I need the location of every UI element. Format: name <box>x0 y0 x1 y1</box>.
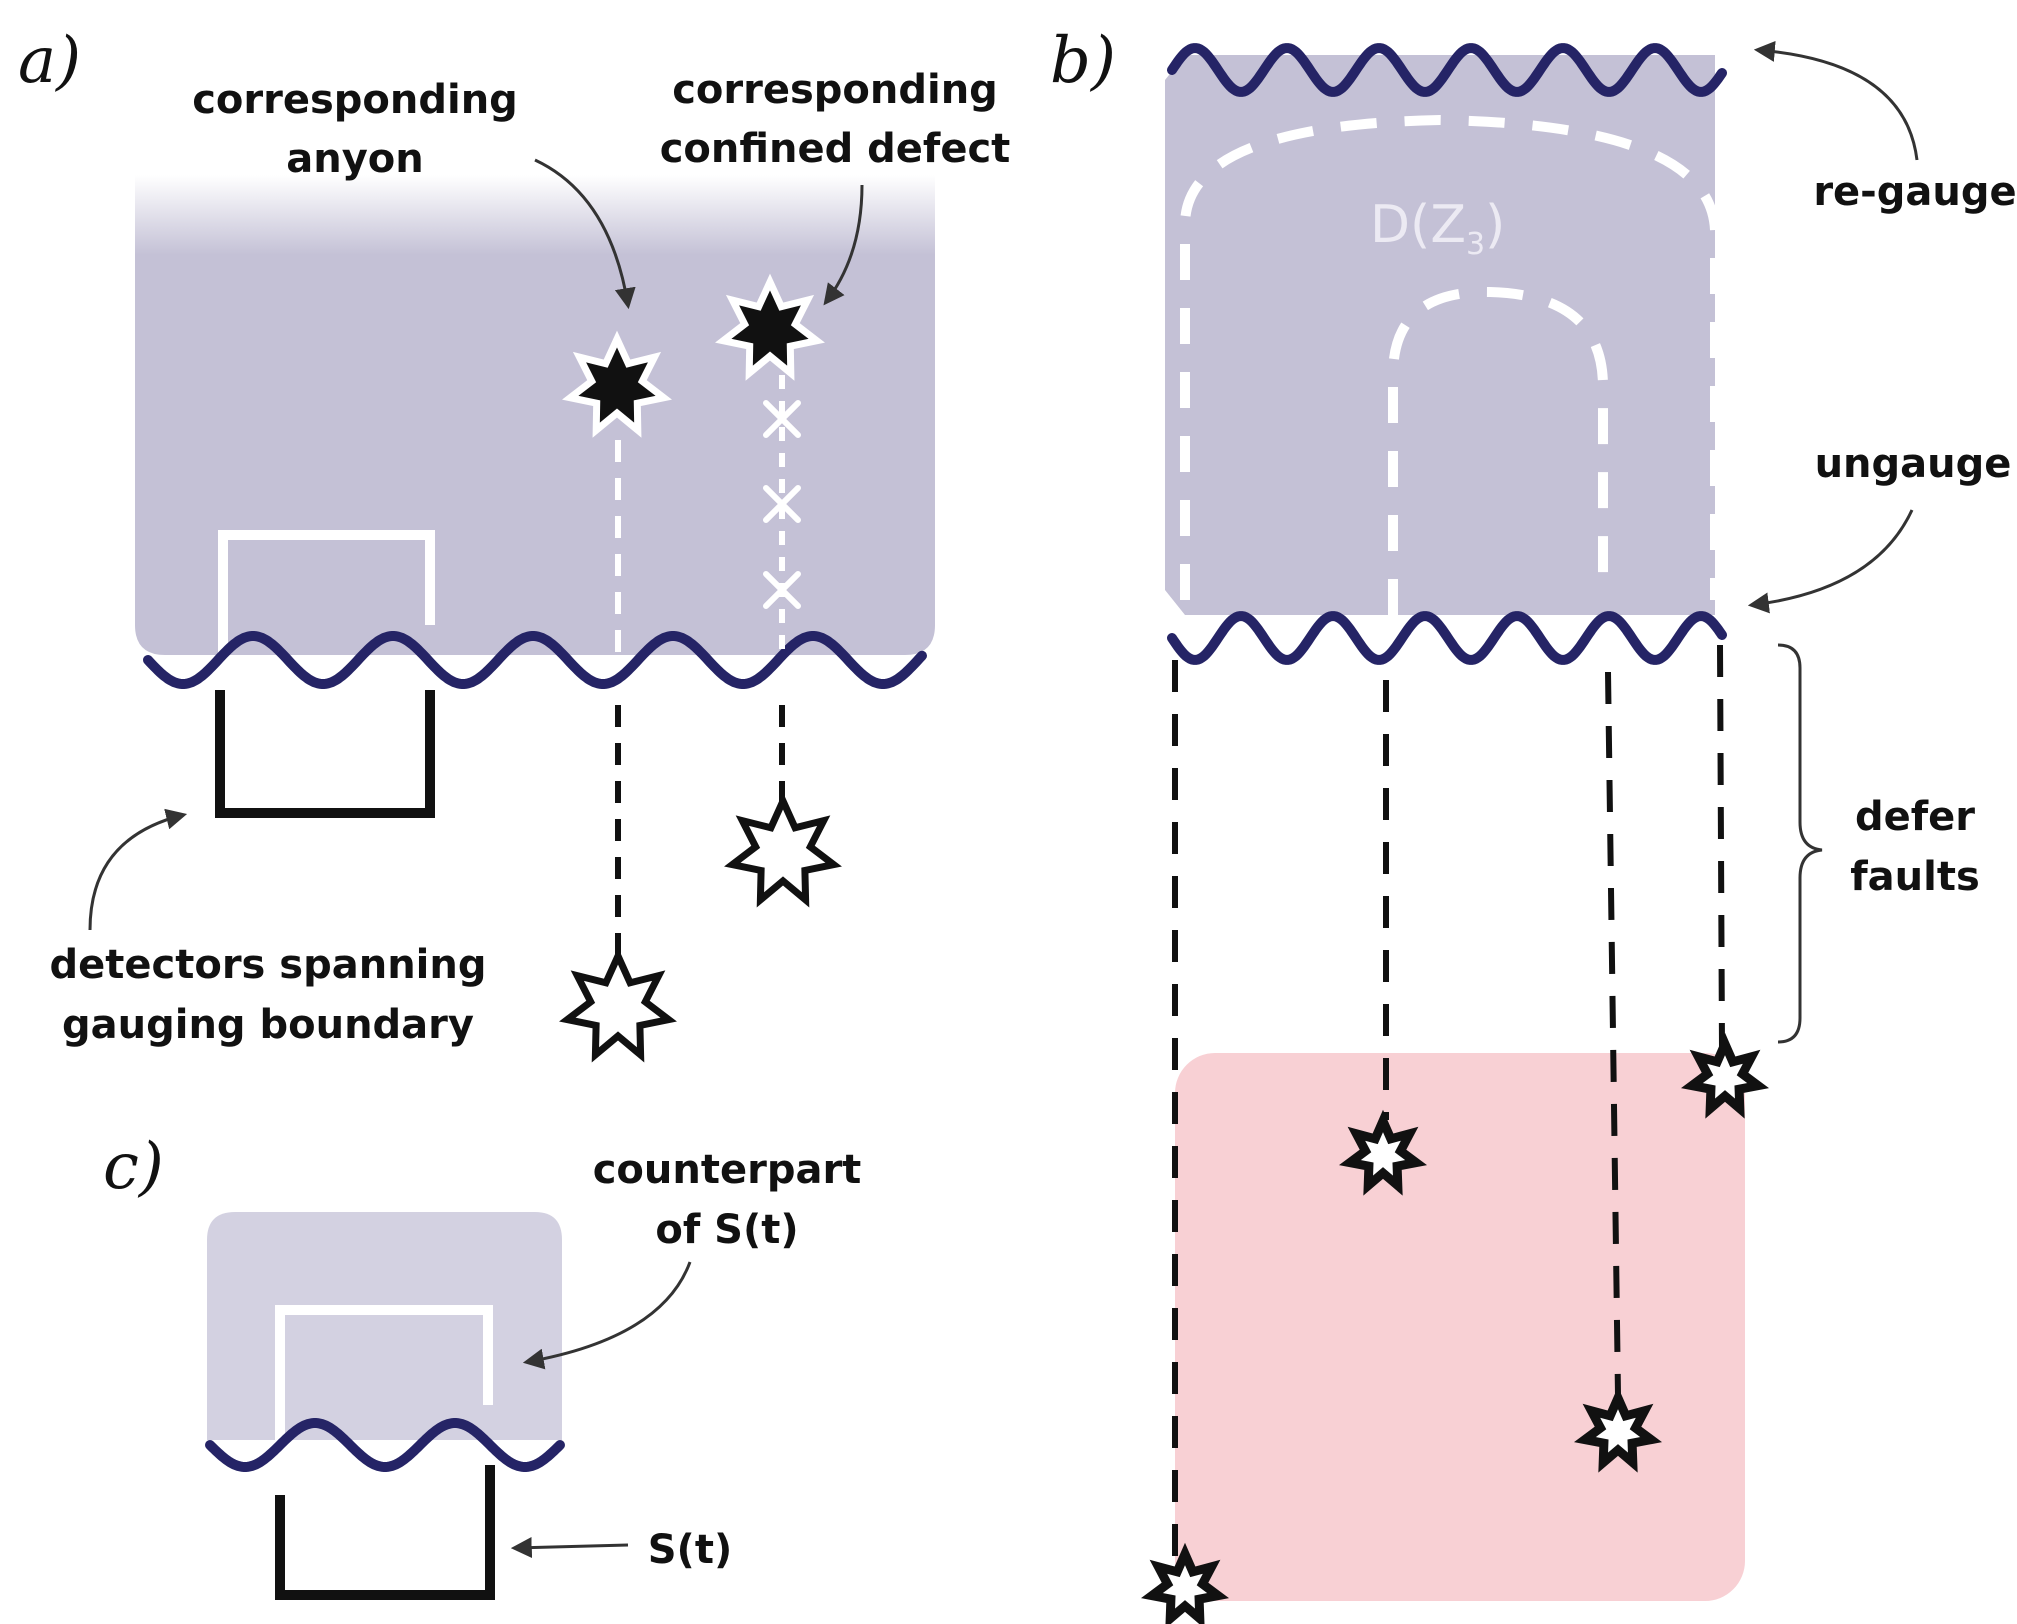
regauge-boundary-wave <box>1167 43 1727 97</box>
fault-string-3 <box>1605 671 1621 1396</box>
starburst-shape <box>562 330 672 438</box>
st-detector-black <box>275 1465 495 1600</box>
panel-a-label: a) <box>18 24 81 98</box>
filled-starburst-icon <box>715 273 825 381</box>
gauged-region <box>135 255 935 655</box>
ungauge-boundary-wave <box>1167 611 1727 665</box>
starburst-shape <box>1338 1109 1428 1196</box>
arrow-to-defect <box>823 184 864 306</box>
panel-a: a) corresponding anyon corresponding co <box>18 24 1011 1063</box>
label-ungauge: ungauge <box>1815 441 2012 487</box>
label-counterpart-2: of S(t) <box>655 1207 798 1253</box>
starburst-shape <box>715 273 825 381</box>
arrow-to-ungauge-boundary <box>1747 509 1914 614</box>
starburst-shape <box>1573 1386 1663 1473</box>
label-counterpart-1: counterpart <box>593 1147 862 1193</box>
hollow-starburst-icon <box>1140 1542 1230 1624</box>
label-st: S(t) <box>648 1527 733 1573</box>
fault-string-4 <box>1717 644 1725 1051</box>
detector-black <box>215 690 435 818</box>
hollow-starburst-icon <box>1680 1032 1770 1119</box>
gauged-region-small <box>207 1212 562 1440</box>
label-corresponding-anyon-2: anyon <box>286 136 424 182</box>
label-defer-1: defer <box>1855 794 1975 840</box>
starburst-shape <box>1140 1542 1230 1624</box>
hollow-starburst-icon <box>1573 1386 1663 1473</box>
gauged-region-fade <box>135 175 935 255</box>
label-corresponding-anyon-1: corresponding <box>192 77 518 123</box>
starburst-shape <box>724 792 842 908</box>
code-label-dz3: D(Z3) <box>1370 195 1505 262</box>
panel-b-label: b) <box>1050 24 1116 98</box>
label-detectors-2: gauging boundary <box>62 1002 474 1048</box>
x-mark-icon <box>763 571 801 609</box>
outer-dashed-loop <box>1180 114 1720 600</box>
hollow-starburst-icon <box>1338 1109 1428 1196</box>
gauging-boundary-wave-small <box>205 1418 565 1472</box>
x-mark-icon <box>763 400 801 438</box>
panel-c: c) counterpart of S(t) S(t) <box>103 1130 862 1600</box>
inner-dashed-loop <box>1388 286 1608 615</box>
label-detectors-1: detectors spanning <box>50 942 487 988</box>
starburst-shape <box>1680 1032 1770 1119</box>
panel-c-label: c) <box>103 1130 164 1204</box>
hollow-starburst-icon <box>559 947 677 1063</box>
arrow-to-regauge-boundary <box>1753 40 1919 161</box>
label-regauge: re-gauge <box>1813 169 2016 215</box>
filled-starburst-icon <box>562 330 672 438</box>
confined-defect-marks <box>763 400 801 609</box>
detector-white <box>218 530 435 655</box>
panel-b: b) D(Z3) re-gauge ungauge defer faults <box>1050 24 2017 1624</box>
arrow-to-st <box>510 1537 629 1559</box>
deferred-fault-region <box>1175 1053 1745 1601</box>
hollow-starburst-icon <box>724 792 842 908</box>
x-mark-icon <box>763 485 801 523</box>
counterpart-detector-white <box>275 1305 493 1440</box>
starburst-shape <box>559 947 677 1063</box>
arrow-to-detector <box>88 808 188 931</box>
label-confined-defect-2: confined defect <box>660 126 1011 172</box>
arrow-to-anyon <box>534 158 636 310</box>
arrow-to-counterpart <box>522 1261 692 1370</box>
gauging-boundary-wave <box>143 631 927 689</box>
gauged-region-dz3 <box>1165 55 1715 615</box>
label-defer-2: faults <box>1850 854 1980 900</box>
defer-brace <box>1777 643 1823 1044</box>
label-confined-defect-1: corresponding <box>672 67 998 113</box>
